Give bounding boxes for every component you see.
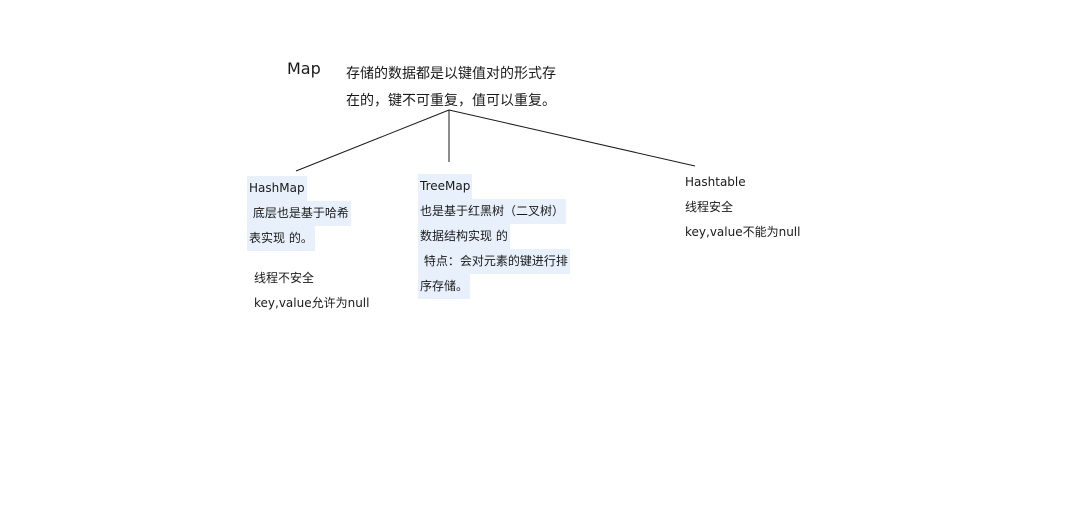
root-description-line: 存储的数据都是以键值对的形式存	[346, 66, 556, 82]
node-text-line: 特点：会对元素的键进行排	[418, 249, 570, 274]
root-title: Map	[287, 59, 321, 78]
node-treemap: TreeMap 也是基于红黑树（二叉树） 数据结构实现 的 特点：会对元素的键进…	[418, 174, 570, 299]
root-description-line: 在的，键不可重复，值可以重复。	[346, 93, 556, 109]
node-hashmap: HashMap 底层也是基于哈希 表实现 的。 线程不安全 key,value允…	[247, 176, 371, 316]
root-description: 存储的数据都是以键值对的形式存 在的，键不可重复，值可以重复。	[346, 61, 596, 115]
node-text-line: 线程安全	[685, 200, 734, 214]
node-text-line: 线程不安全	[254, 271, 315, 285]
node-title: HashMap	[247, 176, 307, 201]
node-text-line: key,value不能为null	[685, 225, 801, 239]
node-text-line: 数据结构实现 的	[418, 224, 510, 249]
node-hashtable: Hashtable 线程安全 key,value不能为null	[683, 170, 802, 245]
node-text-line: 序存储。	[418, 274, 471, 299]
connector-hashtable	[448, 109, 696, 167]
node-text-line: 也是基于红黑树（二叉树）	[418, 199, 567, 224]
node-text-line: key,value允许为null	[254, 296, 370, 310]
node-text-line: 表实现 的。	[247, 226, 315, 251]
node-title: Hashtable	[685, 175, 746, 189]
node-text-line: 底层也是基于哈希	[247, 201, 351, 226]
connector-hashmap	[295, 109, 450, 172]
node-title: TreeMap	[418, 174, 473, 199]
